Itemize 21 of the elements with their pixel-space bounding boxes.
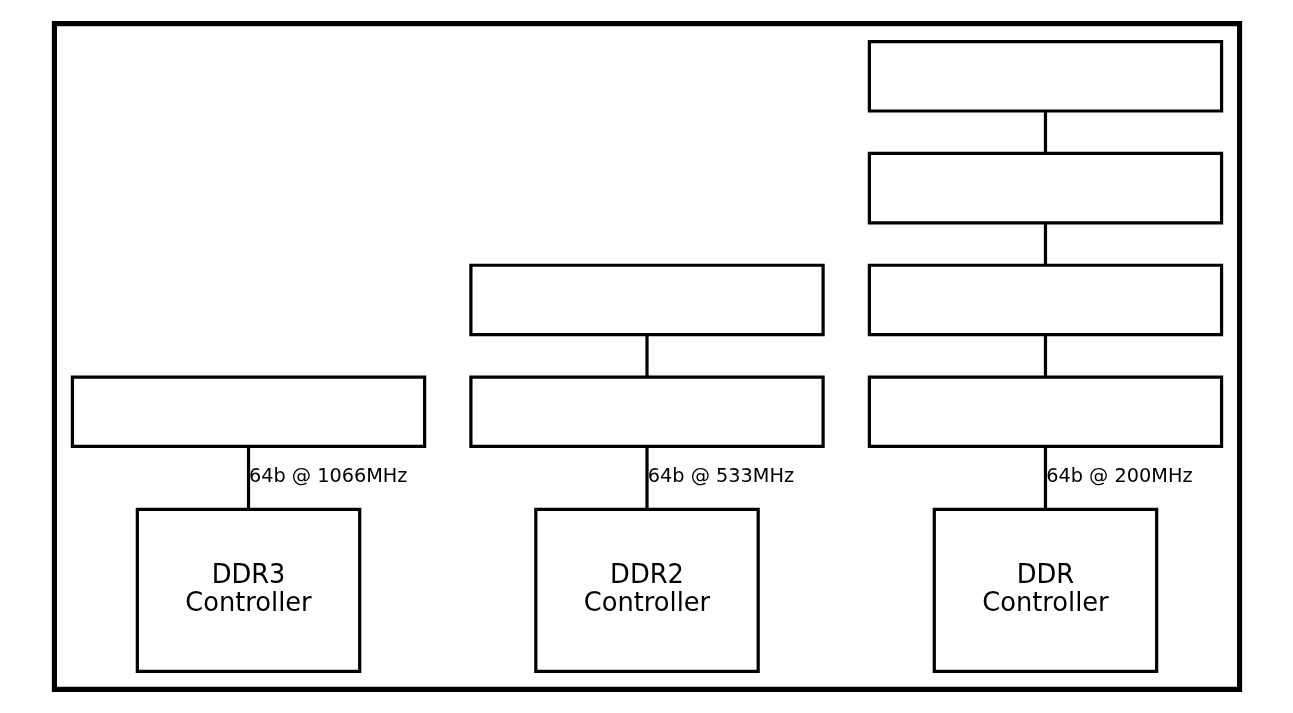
connector [644, 335, 649, 377]
connector [644, 446, 649, 510]
node-box: DDR2 Controller [533, 507, 760, 674]
node-box: DDR3 Controller [135, 507, 361, 674]
connector [1043, 223, 1047, 266]
node-box [468, 263, 825, 337]
node-box [867, 375, 1223, 449]
cluster [51, 21, 1242, 692]
connector [1043, 335, 1047, 377]
node-box: DDR Controller [932, 507, 1158, 674]
connector [1043, 446, 1047, 510]
edge-label: 64b @ 1066MHz [248, 464, 407, 488]
node-box [468, 375, 825, 449]
edge-label: 64b @ 200MHz [1045, 464, 1193, 488]
node-box [70, 375, 426, 449]
connector [1043, 111, 1047, 154]
edge-label: 64b @ 533MHz [647, 464, 794, 488]
connector [246, 446, 250, 510]
node-box [867, 151, 1223, 225]
node-box [867, 39, 1223, 113]
node-box [867, 263, 1223, 337]
